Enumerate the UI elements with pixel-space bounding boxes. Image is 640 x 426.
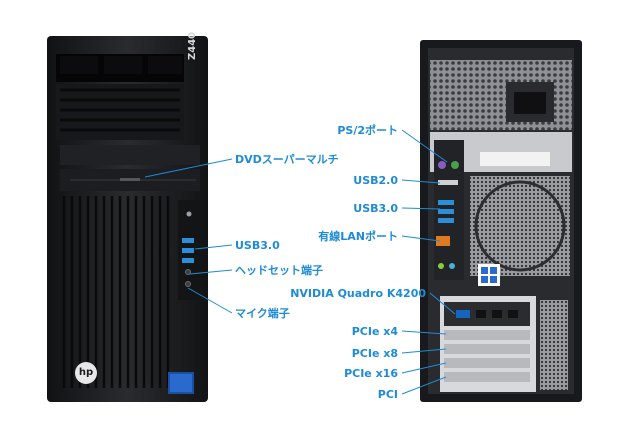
hp-logo-text: hp [78, 367, 94, 378]
label-pci: PCI [377, 388, 398, 401]
label-dvd-drive: DVDスーパーマルチ [235, 153, 339, 166]
front-usb-port-1 [182, 238, 194, 243]
power-button-icon [186, 211, 192, 217]
slot-pcie-x8 [444, 344, 530, 354]
lan-port [436, 236, 450, 246]
label-ps2-port: PS/2ポート [337, 124, 398, 137]
audio-jack-green [438, 263, 444, 269]
headset-jack [185, 269, 191, 275]
rear-fan-grill [470, 176, 570, 276]
ps2-keyboard-port [438, 161, 446, 169]
front-tower [47, 36, 208, 402]
ps2-mouse-port [451, 161, 459, 169]
front-usb-port-3 [182, 258, 194, 263]
rear-tower [420, 40, 582, 402]
slot-pci [444, 372, 530, 382]
model-badge: Z440 [187, 31, 198, 60]
label-pcie-x16: PCIe x16 [344, 367, 398, 380]
label-pcie-x8: PCIe x8 [351, 347, 398, 360]
label-mic-jack: マイク端子 [235, 307, 290, 320]
label-pcie-x4: PCIe x4 [351, 325, 398, 338]
front-usb-port-2 [182, 248, 194, 253]
label-usb2: USB2.0 [353, 174, 398, 187]
slot-pcie-x4 [444, 330, 530, 340]
rear-usb3-port-2 [438, 209, 454, 214]
rear-usb2-port [438, 180, 458, 185]
rear-usb3-port-3 [438, 218, 454, 223]
serial-label [480, 152, 550, 166]
slot-pcie-x16 [444, 358, 530, 368]
label-gpu: NVIDIA Quadro K4200 [290, 287, 426, 300]
optical-bay-blank [60, 145, 200, 165]
side-grille [540, 300, 568, 390]
front-vertical-slats [62, 196, 170, 388]
hp-logo-icon [75, 362, 97, 384]
leader-lines [144, 129, 456, 395]
front-upper-slots [56, 84, 184, 140]
rear-usb3-port-1 [438, 200, 454, 205]
mic-jack [185, 281, 191, 287]
label-front-usb: USB3.0 [235, 239, 280, 252]
label-lan-port: 有線LANポート [318, 230, 398, 243]
label-headset-jack: ヘッドセット端子 [235, 264, 323, 277]
label-rear-usb3: USB3.0 [353, 202, 398, 215]
audio-jack-blue [449, 263, 455, 269]
